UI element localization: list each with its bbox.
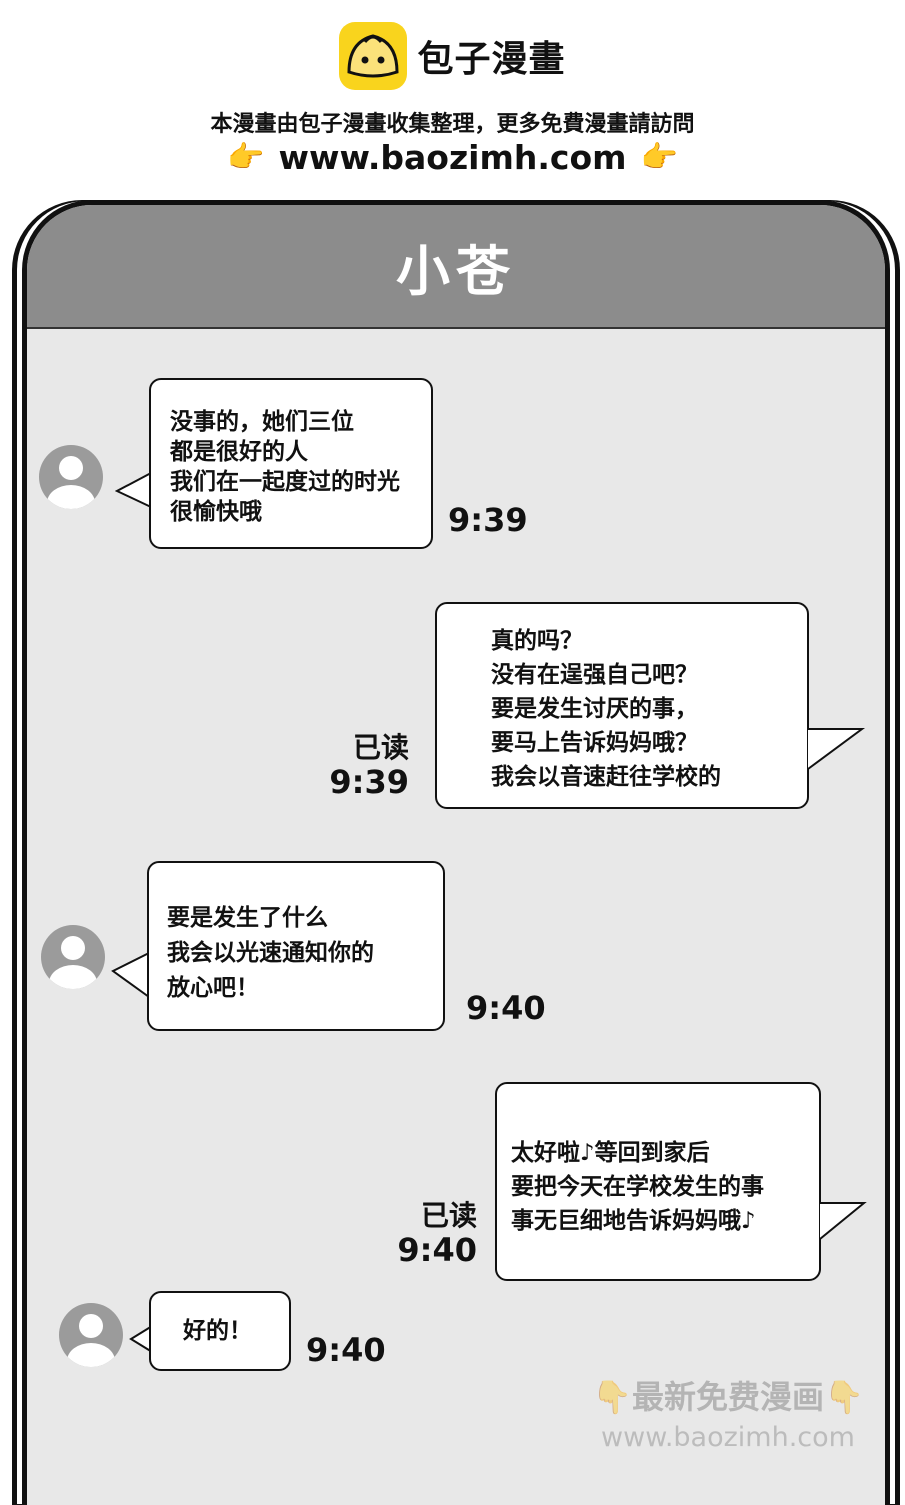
message-time: 9:39: [329, 763, 409, 801]
avatar-body: [67, 1343, 115, 1367]
message-line: 我会以光速通知你的: [167, 940, 374, 966]
bubble-tail-right: [819, 1202, 867, 1240]
message-line: 太好啦♪等回到家后: [511, 1140, 710, 1166]
watermark-url: www.baozimh.com: [601, 1422, 855, 1453]
message-bubble-incoming: 没事的，她们三位 都是很好的人 我们在一起度过的时光 很愉快哦: [149, 378, 433, 549]
site-logo-text: 包子漫畫: [417, 39, 566, 80]
read-status: 已读: [352, 731, 409, 764]
baozi-logo-icon: [339, 22, 408, 90]
contact-avatar[interactable]: [59, 1303, 123, 1367]
site-url-link[interactable]: www.baozimh.com: [278, 138, 627, 177]
bubble-tail-right: [807, 728, 866, 770]
message-line: 放心吧！: [167, 975, 259, 1001]
chat-header: 小苍: [27, 205, 885, 329]
message-line: 没有在逞强自己吧？: [491, 662, 698, 688]
read-receipt: 已读 9:39: [327, 731, 409, 799]
pointing-hand-left-icon: 👉: [227, 140, 265, 175]
bubble-tail-left: [115, 472, 152, 508]
contact-name: 小苍: [396, 239, 516, 303]
contact-avatar[interactable]: [41, 925, 105, 989]
message-line: 事无巨细地告诉妈妈哦♪: [511, 1208, 756, 1234]
site-notice: 本漫畫由包子漫畫收集整理，更多免費漫畫請訪問: [210, 112, 695, 137]
message-line: 我会以音速赶往学校的: [491, 764, 721, 790]
avatar-body: [49, 965, 97, 989]
read-status: 已读: [420, 1199, 477, 1232]
contact-avatar[interactable]: [39, 445, 103, 509]
message-line: 好的！: [183, 1318, 252, 1344]
pointing-hand-right-icon: 👉: [640, 140, 678, 175]
read-receipt: 已读 9:40: [387, 1199, 477, 1267]
message-line: 没事的，她们三位: [170, 409, 354, 435]
phone-frame: 小苍 没事的，她们三位 都是很好的人 我们在一起度过的时光 很愉快哦 9:39 …: [22, 200, 890, 1505]
avatar-head: [61, 936, 85, 960]
logo-row[interactable]: 包子漫畫: [0, 22, 905, 90]
watermark: 👇最新免费漫画👇 www.baozimh.com: [578, 1372, 878, 1467]
message-line: 要把今天在学校发生的事: [511, 1174, 764, 1200]
message-line: 要马上告诉妈妈哦？: [491, 730, 698, 756]
message-bubble-outgoing: 真的吗？ 没有在逞强自己吧？ 要是发生讨厌的事， 要马上告诉妈妈哦？ 我会以音速…: [435, 602, 809, 809]
message-bubble-outgoing: 太好啦♪等回到家后 要把今天在学校发生的事 事无巨细地告诉妈妈哦♪: [495, 1082, 821, 1281]
message-line: 都是很好的人: [170, 439, 308, 465]
site-header: 包子漫畫 本漫畫由包子漫畫收集整理，更多免費漫畫請訪問 👉 www.baozim…: [0, 0, 905, 190]
message-time: 9:40: [466, 989, 546, 1027]
message-line: 要是发生讨厌的事，: [491, 696, 698, 722]
message-bubble-incoming: 好的！: [149, 1291, 291, 1371]
message-line: 要是发生了什么: [167, 905, 328, 931]
message-line: 真的吗？: [491, 628, 583, 654]
avatar-body: [47, 485, 95, 509]
message-time: 9:40: [397, 1231, 477, 1269]
avatar-head: [59, 456, 83, 480]
bubble-tail-left: [111, 952, 150, 998]
message-time: 9:40: [306, 1331, 386, 1369]
url-row[interactable]: 👉 www.baozimh.com 👉: [0, 138, 905, 177]
avatar-head: [79, 1314, 103, 1338]
message-time: 9:39: [448, 501, 528, 539]
message-line: 很愉快哦: [170, 499, 262, 525]
message-bubble-incoming: 要是发生了什么 我会以光速通知你的 放心吧！: [147, 861, 445, 1031]
message-line: 我们在一起度过的时光: [170, 469, 400, 495]
watermark-text: 👇最新免费漫画👇: [592, 1378, 864, 1416]
